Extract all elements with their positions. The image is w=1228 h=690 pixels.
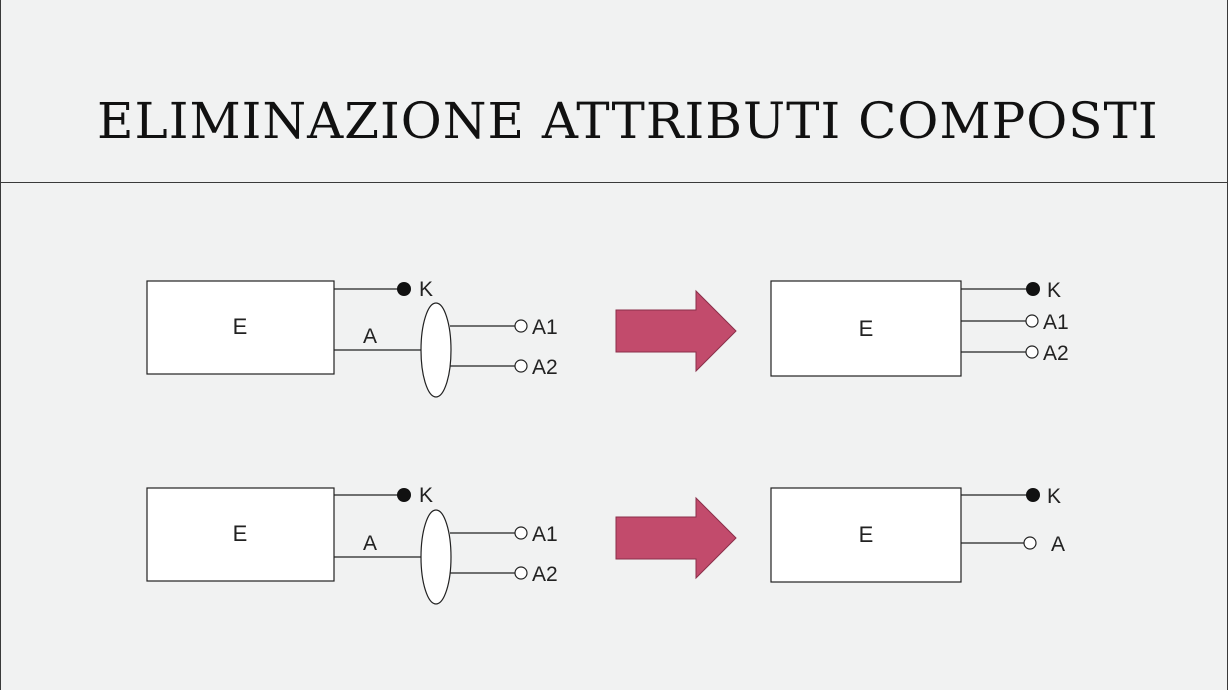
title-divider	[0, 182, 1228, 183]
row1-left-composite-ellipse	[420, 302, 452, 398]
row2-left-key-dot	[397, 488, 411, 502]
row1-left-key-label: K	[419, 278, 433, 301]
row2-left-composite-ellipse	[420, 509, 452, 605]
row1-right-key-dot	[1026, 282, 1040, 296]
row2-left-entity-box	[146, 487, 335, 582]
row1-left-sub2-label: A2	[532, 356, 558, 379]
row1-right-entity-box	[770, 280, 962, 377]
row1-left-sub1-circle	[514, 319, 528, 333]
row2-right-key-label: K	[1047, 485, 1061, 508]
row2-transform-arrow	[615, 496, 737, 580]
row1-right-diagram: E K A1 A2	[770, 279, 1069, 377]
row2-left-entity-label: E	[233, 521, 248, 546]
row1-left-diagram: E K A A1 A2	[146, 278, 558, 398]
row2-right-diagram: E K A	[770, 485, 1065, 583]
row1-left-sub2-circle	[514, 359, 528, 373]
row2-right-attr1-circle	[1023, 536, 1037, 550]
row1-right-attr1-circle	[1025, 314, 1039, 328]
row1-left-sub1-label: A1	[532, 316, 558, 339]
row2-left-sub2-circle	[514, 566, 528, 580]
row1-left-key-dot	[397, 282, 411, 296]
row2-right-entity-box	[770, 487, 962, 583]
row2-right-entity-label: E	[859, 522, 874, 547]
row2-left-key-label: K	[419, 484, 433, 507]
row1-transform-arrow	[615, 289, 737, 373]
row2-left-diagram: E K A A1 A2	[146, 484, 558, 605]
row1-right-attr2-circle	[1025, 345, 1039, 359]
row2-left-composite-label: A	[363, 532, 377, 555]
slide-title: ELIMINAZIONE ATTRIBUTI COMPOSTI	[97, 92, 1159, 150]
row1-left-composite-label: A	[363, 325, 377, 348]
row2-left-sub1-label: A1	[532, 523, 558, 546]
row2-right-key-dot	[1026, 488, 1040, 502]
row1-right-attr1-label: A1	[1043, 311, 1069, 334]
row1-left-entity-label: E	[233, 314, 248, 339]
row2-left-sub2-label: A2	[532, 563, 558, 586]
row1-left-entity-box	[146, 280, 335, 375]
row1-right-attr2-label: A2	[1043, 342, 1069, 365]
row2-right-attr1-label: A	[1051, 533, 1065, 556]
row2-left-sub1-circle	[514, 526, 528, 540]
row1-right-entity-label: E	[859, 316, 874, 341]
row1-right-key-label: K	[1047, 279, 1061, 302]
